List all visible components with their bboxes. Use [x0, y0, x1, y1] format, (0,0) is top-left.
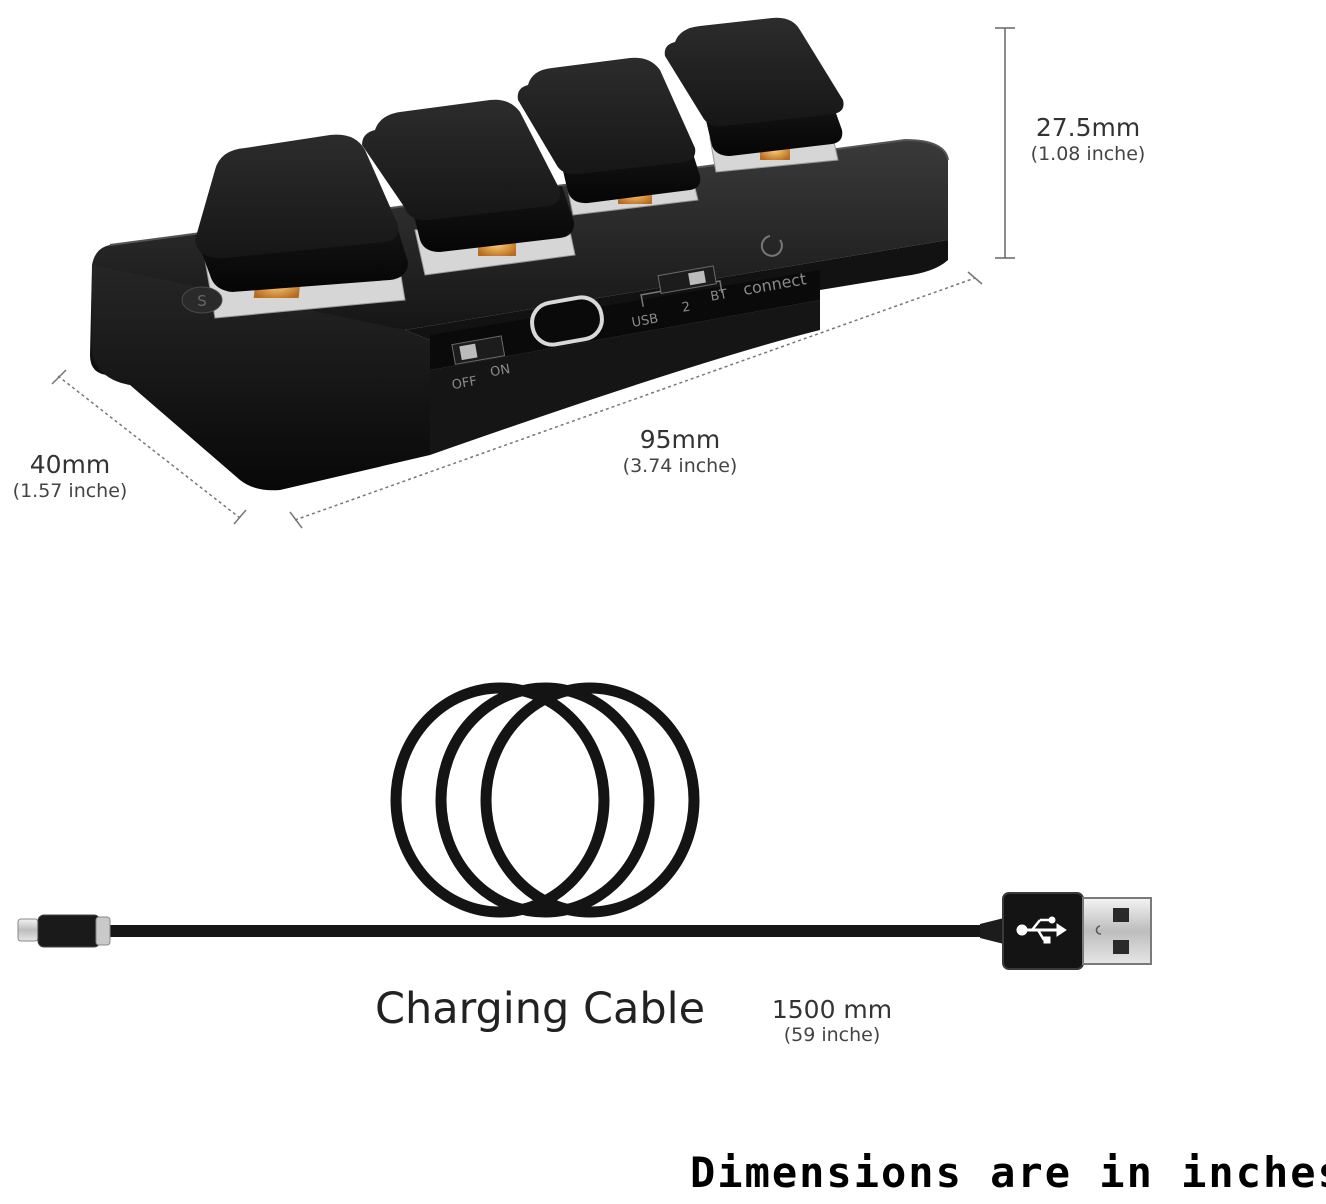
length-dimension-ticks — [289, 271, 983, 529]
height-dimension-line — [995, 27, 1015, 259]
height-mm-label: 27.5mm — [1035, 113, 1141, 142]
micro-usb-plug — [17, 914, 111, 948]
usb-icon — [1016, 916, 1067, 944]
charging-cable — [17, 682, 1152, 970]
dimensions-note: Dimensions are in inches — [690, 1148, 1326, 1197]
mode-switch[interactable]: USB 2 BT — [625, 264, 731, 331]
keycap-1[interactable] — [195, 134, 408, 292]
cable-coils — [390, 682, 700, 918]
mode-2-label: 2 — [681, 300, 692, 316]
keypad-front-face — [92, 265, 430, 491]
length-inch-label: (3.74 inche) — [622, 455, 738, 477]
keypad-recess — [430, 270, 820, 370]
cable-length-mm-label: 1500 mm — [771, 995, 893, 1024]
width-dimension-ticks — [51, 369, 247, 525]
mode-usb-label: USB — [631, 311, 660, 330]
keycap-4[interactable] — [664, 17, 844, 156]
macro-keypad: S OFF ON USB 2 BT connect — [90, 17, 949, 491]
svg-text:S: S — [197, 292, 207, 310]
side-button[interactable]: S — [181, 286, 223, 314]
width-mm-label: 40mm — [29, 450, 111, 479]
height-inch-label: (1.08 inche) — [1030, 143, 1146, 165]
power-off-label: OFF — [451, 374, 478, 393]
length-dimension-line — [294, 277, 976, 521]
keypad-lower-body — [430, 300, 820, 455]
usb-a-plug — [980, 892, 1152, 970]
charging-cable-label: Charging Cable — [374, 984, 706, 1034]
usb-c-port[interactable] — [529, 294, 605, 348]
keycap-2[interactable] — [362, 99, 575, 252]
width-dimension-line — [57, 375, 241, 519]
keycap-3[interactable] — [517, 57, 701, 204]
keypad-edge-highlight — [109, 138, 949, 246]
width-inch-label: (1.57 inche) — [12, 480, 128, 502]
cable-length-inch-label: (59 inche) — [783, 1024, 881, 1046]
power-switch[interactable]: OFF ON — [445, 335, 512, 393]
mode-bt-label: BT — [709, 287, 728, 305]
power-on-label: ON — [489, 362, 511, 380]
length-mm-label: 95mm — [639, 425, 721, 454]
